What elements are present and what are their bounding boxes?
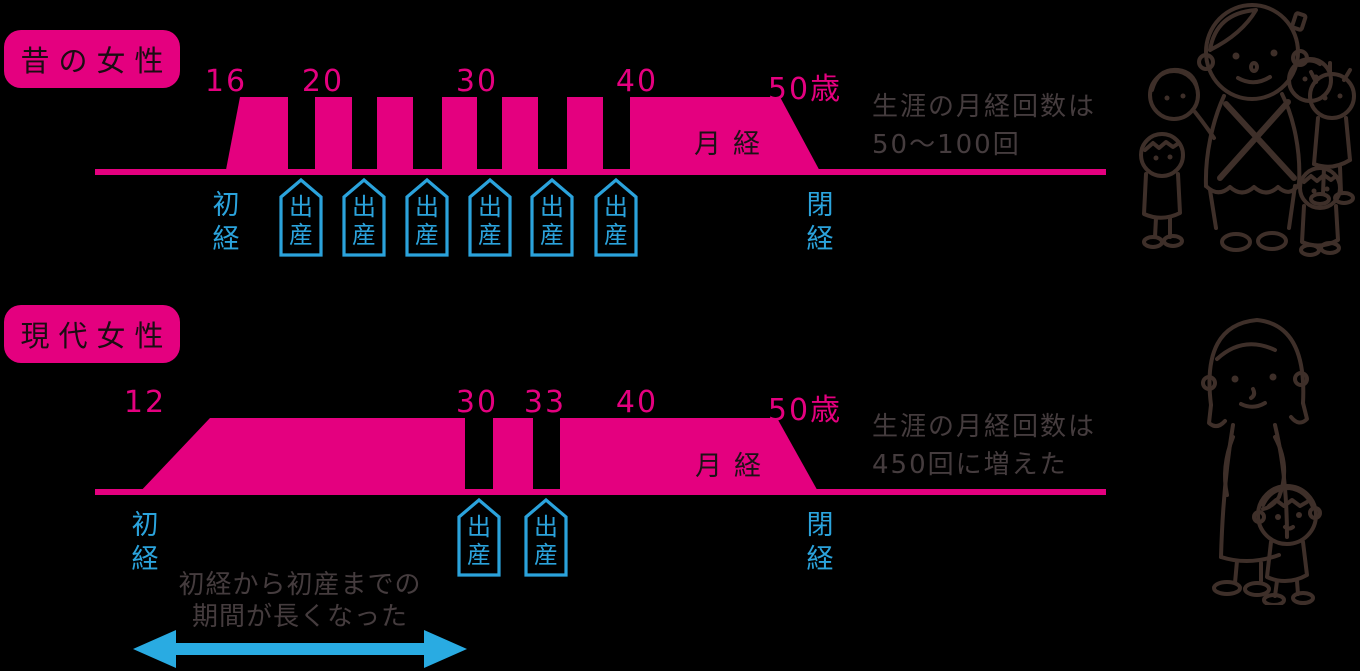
- birth-char: 出: [478, 193, 502, 221]
- birth-tag-icon: [405, 177, 449, 257]
- birth-char: 出: [534, 513, 558, 541]
- past-age-30: 30: [455, 64, 499, 99]
- past-age-16: 16: [204, 64, 248, 99]
- modern-menopause-label: 閉 経: [798, 509, 842, 577]
- birth-char: 産: [540, 221, 564, 249]
- gap-annotation-line1: 初経から初産までの: [178, 570, 422, 600]
- past-menopause-label: 閉 経: [798, 189, 842, 257]
- past-title-label: 昔の女性: [20, 44, 173, 78]
- birth-char: 出: [289, 193, 313, 221]
- modern-age-12: 12: [123, 385, 167, 420]
- past-baseline: [95, 169, 1106, 175]
- gap-annotation-line2: 期間が長くなった: [191, 602, 408, 632]
- past-age-20: 20: [301, 64, 345, 99]
- past-note-line1: 生涯の月経回数は: [872, 92, 1097, 122]
- past-menses-block: [630, 97, 822, 175]
- past-note: 生涯の月経回数は 50〜100回: [872, 88, 1096, 164]
- birth-char: 産: [289, 221, 313, 249]
- illustration-modern-family: [1201, 318, 1322, 605]
- menopause-char: 閉: [806, 510, 834, 541]
- menarche-char: 初: [212, 190, 240, 221]
- past-menses-segment: [442, 97, 477, 175]
- past-menses-segment: [315, 97, 352, 175]
- past-birth-marker-5: 出産: [530, 177, 574, 257]
- birth-char: 産: [478, 221, 502, 249]
- past-age-40: 40: [615, 64, 659, 99]
- menopause-char: 閉: [806, 190, 834, 221]
- modern-title-label: 現代女性: [20, 319, 173, 353]
- birth-tag-icon: [524, 497, 568, 577]
- birth-char: 出: [604, 193, 628, 221]
- modern-age-40: 40: [615, 385, 659, 420]
- modern-age-33: 33: [523, 385, 567, 420]
- birth-tag-icon: [468, 177, 512, 257]
- past-birth-marker-2: 出産: [342, 177, 386, 257]
- birth-char: 産: [415, 221, 439, 249]
- past-note-line2: 50〜100回: [872, 130, 1021, 160]
- gap-annotation: 初経から初産までの 期間が長くなった: [140, 569, 460, 633]
- modern-menarche-label: 初 経: [123, 509, 167, 577]
- modern-section-title: 現代女性: [4, 305, 180, 363]
- birth-char: 出: [467, 513, 491, 541]
- birth-char: 出: [540, 193, 564, 221]
- menopause-char: 経: [806, 224, 834, 255]
- past-birth-marker-4: 出産: [468, 177, 512, 257]
- birth-tag-icon: [279, 177, 323, 257]
- past-menses-segment: [502, 97, 538, 175]
- past-menses-segment: [567, 97, 603, 175]
- menarche-char: 経: [131, 544, 159, 575]
- modern-birth-marker-2: 出産: [524, 497, 568, 577]
- birth-char: 産: [467, 541, 491, 569]
- birth-tag-icon: [530, 177, 574, 257]
- modern-birth-marker-1: 出産: [457, 497, 501, 577]
- span-arrow-icon: [133, 630, 467, 668]
- past-age-50: 50歳: [767, 72, 843, 107]
- modern-menses-segment: [493, 418, 533, 495]
- illustration-past-family: [1139, 3, 1356, 257]
- modern-baseline: [95, 489, 1106, 495]
- menarche-char: 経: [212, 224, 240, 255]
- past-menses-label: 月経: [694, 129, 772, 160]
- past-birth-marker-6: 出産: [594, 177, 638, 257]
- modern-note-line1: 生涯の月経回数は: [872, 412, 1097, 442]
- past-menarche-label: 初 経: [204, 189, 248, 257]
- birth-tag-icon: [342, 177, 386, 257]
- modern-menses-block: [560, 418, 820, 495]
- past-menses-segment: [225, 97, 288, 175]
- past-menses-segment: [377, 97, 413, 175]
- birth-tag-icon: [457, 497, 501, 577]
- menopause-char: 経: [806, 544, 834, 575]
- modern-menses-label: 月経: [695, 451, 773, 482]
- modern-age-30: 30: [455, 385, 499, 420]
- past-section-title: 昔の女性: [4, 30, 180, 88]
- modern-note-line2: 450回に増えた: [872, 450, 1068, 480]
- modern-menses-block: [137, 418, 465, 495]
- birth-char: 産: [604, 221, 628, 249]
- menarche-char: 初: [131, 510, 159, 541]
- birth-tag-icon: [594, 177, 638, 257]
- modern-age-50: 50歳: [767, 393, 843, 428]
- birth-char: 出: [352, 193, 376, 221]
- birth-char: 産: [534, 541, 558, 569]
- past-birth-marker-3: 出産: [405, 177, 449, 257]
- birth-char: 出: [415, 193, 439, 221]
- birth-char: 産: [352, 221, 376, 249]
- past-birth-marker-1: 出産: [279, 177, 323, 257]
- modern-note: 生涯の月経回数は 450回に増えた: [872, 408, 1096, 484]
